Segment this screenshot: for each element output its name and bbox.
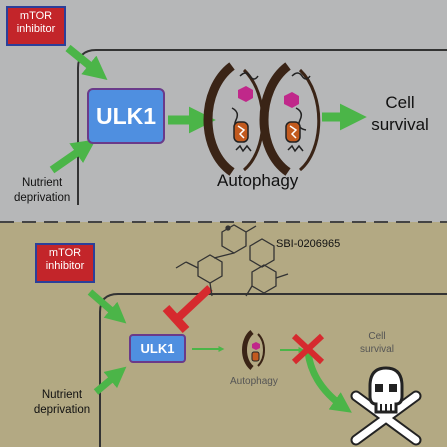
autophagosome-icon — [242, 330, 265, 370]
mtor-inhibitor-label-bottom: mTOR inhibitor — [45, 247, 85, 272]
nutrient-deprivation-label-bottom: Nutrient deprivation — [33, 389, 91, 416]
ulk1-box-top: ULK1 — [87, 88, 165, 144]
arrow-inhibitor-to-ulk1-bottom — [87, 289, 127, 324]
inhibition-bar — [162, 285, 213, 334]
cell-survival-label-top: Cell survival — [371, 93, 429, 134]
autophagy-label-bottom: Autophagy — [230, 376, 278, 387]
cell-survival-label-bottom: Cell survival — [360, 331, 394, 355]
block-x-icon — [291, 333, 325, 365]
compound-label: SBI-0206965 — [276, 238, 341, 250]
skull-crossbones-icon — [350, 366, 422, 446]
autophagosome-icon — [259, 62, 321, 176]
arrow-to-cell-death — [304, 351, 352, 413]
ulk1-label-bottom: ULK1 — [140, 341, 175, 356]
mtor-inhibitor-label-top: mTOR inhibitor — [16, 10, 56, 35]
ulk1-box-bottom: ULK1 — [129, 334, 186, 363]
cell-membrane-top — [77, 49, 447, 205]
cell-membrane-bottom — [99, 293, 447, 447]
mtor-inhibitor-box-bottom: mTOR inhibitor — [35, 243, 95, 283]
nutrient-deprivation-label-top: Nutrient deprivation — [14, 177, 71, 204]
ulk1-label-top: ULK1 — [95, 103, 157, 129]
arrow-nutrient-to-ulk1-top — [49, 139, 96, 174]
compound-structure-icon — [175, 224, 289, 297]
top-panel — [0, 0, 447, 222]
arrow-nutrient-to-ulk1-bottom — [93, 366, 127, 395]
arrow-inhibitor-to-ulk1-top — [65, 44, 108, 81]
autophagy-label-top: Autophagy — [217, 171, 299, 190]
mtor-inhibitor-box-top: mTOR inhibitor — [6, 6, 66, 46]
